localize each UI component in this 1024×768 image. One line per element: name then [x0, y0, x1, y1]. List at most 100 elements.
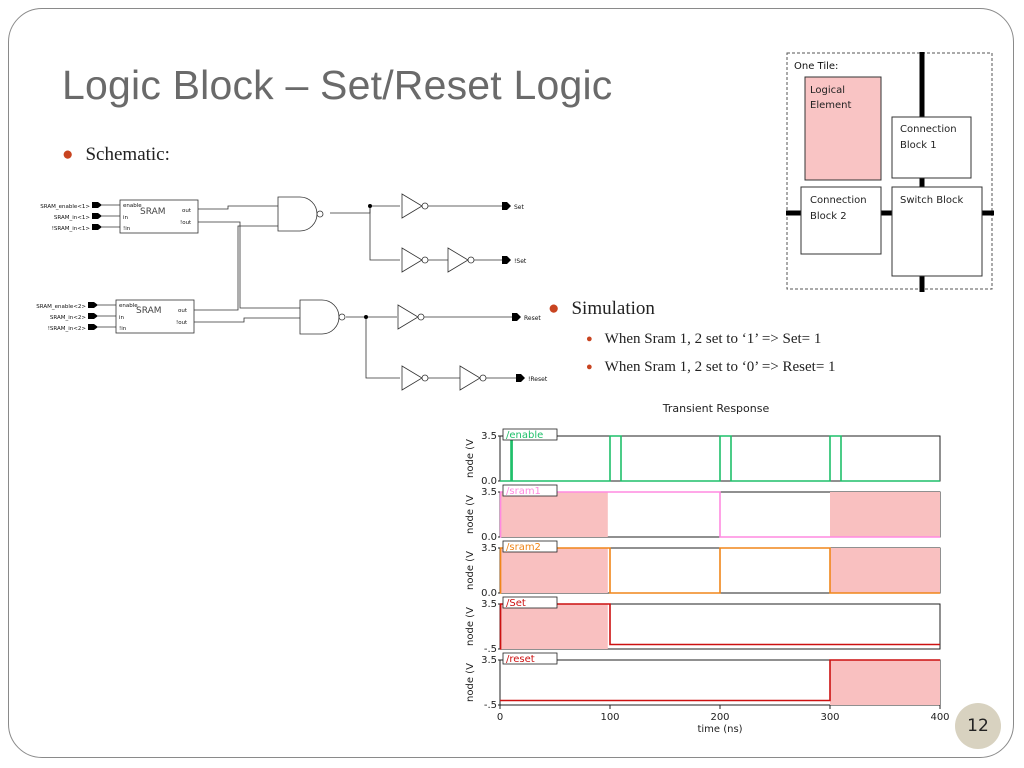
connection-block-1	[891, 116, 972, 179]
sram-label: SRAM	[136, 306, 162, 316]
sram-label: SRAM	[140, 207, 166, 217]
pin-label: !SRAM_in<1>	[52, 226, 91, 232]
connection-block-1-label-1: Connection	[900, 124, 957, 135]
highlight-region	[500, 492, 608, 537]
x-tick-label: 400	[930, 712, 949, 723]
series-tag-box	[502, 596, 558, 609]
port-label: enable	[123, 203, 142, 209]
chart-title: Transient Response	[662, 402, 770, 415]
series-label: /reset	[506, 654, 535, 665]
input-pin-icon	[88, 324, 98, 330]
port-label: !out	[176, 320, 188, 326]
bullet-dot: ●	[62, 144, 74, 165]
output-pin-icon	[512, 313, 521, 321]
sim-point-2-text: When Sram 1, 2 set to ‘0’ => Reset= 1	[604, 359, 836, 375]
port-label: !in	[123, 226, 131, 232]
sim-point-2: ● When Sram 1, 2 set to ‘0’ => Reset= 1	[586, 359, 836, 376]
tile-border	[786, 52, 993, 290]
switch-block-label: Switch Block	[900, 195, 963, 206]
inverter-gate	[447, 247, 469, 273]
input-pin-icon	[92, 213, 102, 219]
pin-label: SRAM_in<1>	[54, 215, 90, 221]
x-tick-label: 200	[710, 712, 729, 723]
highlight-region	[830, 660, 940, 705]
connection-block-2	[800, 186, 882, 255]
port-label: in	[119, 315, 125, 321]
series-tag-box	[502, 540, 558, 553]
port-label: in	[123, 215, 129, 221]
y-tick-label: -.5	[484, 700, 497, 711]
y-axis-label: node (V	[465, 663, 476, 702]
y-tick-label: 3.5	[481, 487, 497, 498]
output-pin-icon	[516, 374, 525, 382]
inverter-gate	[401, 247, 423, 273]
bullet-dot: ●	[548, 298, 560, 319]
bullet-dot: ●	[586, 361, 593, 373]
x-tick-label: 300	[820, 712, 839, 723]
highlight-region	[500, 548, 608, 593]
bullet-dot: ●	[586, 333, 593, 345]
input-pin-icon	[92, 224, 102, 230]
series-tag-box	[502, 428, 558, 441]
y-axis-label: node (V	[465, 607, 476, 646]
y-tick-label: 0.0	[481, 476, 497, 487]
y-tick-label: -.5	[484, 644, 497, 655]
highlight-region	[830, 548, 940, 593]
output-pin-icon	[502, 256, 511, 264]
y-tick-label: 3.5	[481, 543, 497, 554]
series-line-sram2	[499, 547, 940, 594]
sram-block-1	[119, 199, 199, 234]
highlight-region	[500, 604, 608, 649]
y-axis-label: node (V	[465, 551, 476, 590]
output-label: !Set	[514, 258, 527, 265]
output-label: !Reset	[528, 376, 548, 383]
pin-label: !SRAM_in<2>	[48, 326, 87, 332]
highlight-region	[830, 492, 940, 537]
series-line-sram1	[499, 491, 940, 538]
connection-block-2-label-2: Block 2	[810, 211, 847, 222]
output-pin-icon	[502, 202, 511, 210]
schematic-diagram: SRAM_enable<1> SRAM_in<1> !SRAM_in<1> SR…	[36, 193, 548, 391]
tile-diagram: One Tile: Logical Element Connection Blo…	[786, 52, 994, 292]
x-tick-label: 100	[600, 712, 619, 723]
logical-element-label-2: Element	[810, 100, 851, 111]
pin-label: SRAM_in<2>	[50, 315, 86, 321]
switch-block	[891, 186, 983, 277]
logical-element-block	[804, 76, 882, 181]
logical-element-label-1: Logical	[810, 85, 845, 96]
connection-block-1-label-2: Block 1	[900, 140, 937, 151]
bullet-schematic-text: Schematic:	[85, 144, 170, 165]
inverter-gate	[397, 304, 419, 330]
output-label: Set	[514, 204, 525, 211]
page-number: 12	[955, 703, 1001, 749]
input-pin-icon	[92, 202, 102, 208]
y-tick-label: 3.5	[481, 431, 497, 442]
bullet-simulation: ●Simulation	[548, 298, 655, 320]
output-label: Reset	[524, 315, 541, 322]
port-label: enable	[119, 303, 138, 309]
nand-gate-set	[277, 196, 318, 232]
y-tick-label: 3.5	[481, 599, 497, 610]
y-tick-label: 0.0	[481, 588, 497, 599]
nand-gate-reset	[299, 299, 340, 335]
y-tick-label: 3.5	[481, 655, 497, 666]
pin-label: SRAM_enable<2>	[36, 304, 86, 310]
series-label: /Set	[506, 598, 526, 609]
sim-point-1: ● When Sram 1, 2 set to ‘1’ => Set= 1	[586, 331, 821, 348]
port-label: out	[182, 208, 192, 214]
series-tag-box	[502, 652, 558, 665]
port-label: !in	[119, 326, 127, 332]
x-tick-label: 0	[497, 712, 503, 723]
input-pin-icon	[88, 313, 98, 319]
series-line-reset	[500, 659, 940, 702]
sim-point-1-text: When Sram 1, 2 set to ‘1’ => Set= 1	[604, 331, 822, 347]
port-label: out	[178, 308, 188, 314]
series-tag-box	[502, 484, 558, 497]
pin-label: SRAM_enable<1>	[40, 204, 90, 210]
inverter-gate	[401, 193, 423, 219]
tile-caption: One Tile:	[794, 61, 838, 72]
input-pin-icon	[88, 302, 98, 308]
x-axis-label: time (ns)	[697, 724, 742, 735]
inverter-gate	[459, 365, 481, 391]
